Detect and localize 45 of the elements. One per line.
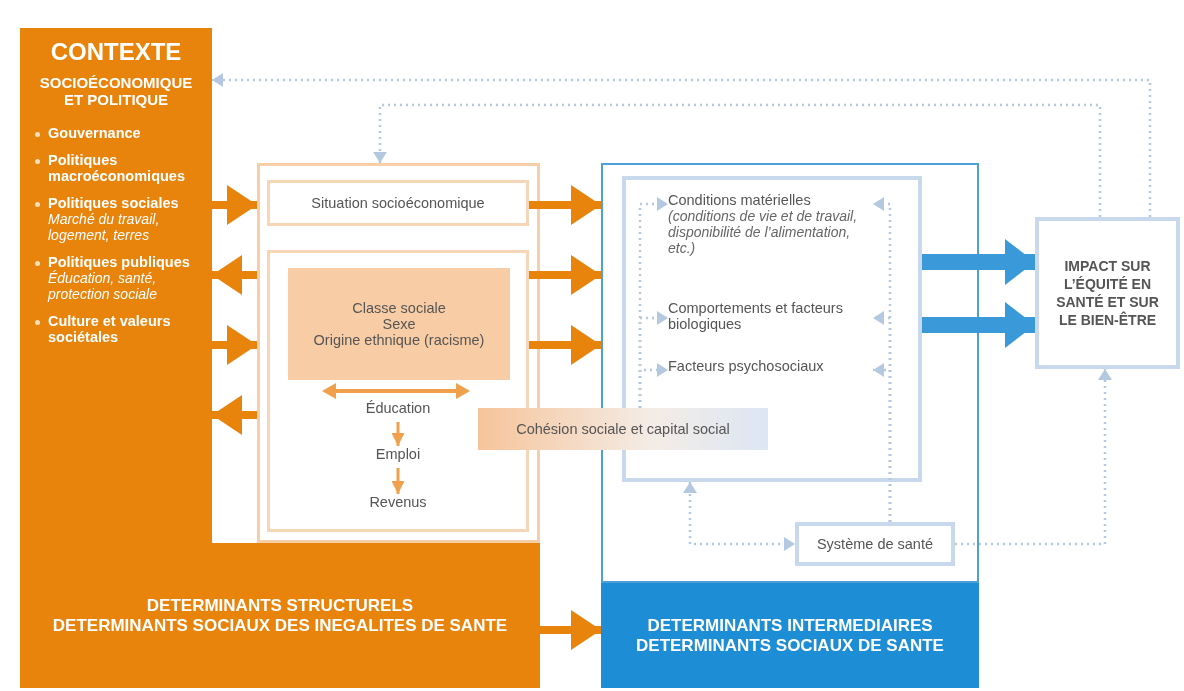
text-label: Facteurs psychosociaux xyxy=(668,358,873,374)
highlight-box xyxy=(478,408,768,450)
dotted-arrow xyxy=(373,103,1102,217)
dotted-arrow xyxy=(683,482,795,551)
box-text: Système de santé xyxy=(816,536,934,552)
bullet-text: Politiques publiques xyxy=(48,254,190,270)
panel-heading: CONTEXTE xyxy=(50,38,182,66)
banner xyxy=(601,583,979,688)
bullet-detail: Marché du travail, logement, terres xyxy=(48,211,161,243)
context-panel xyxy=(20,28,212,543)
banner-text: DETERMINANTS SOCIAUX DE SANTE xyxy=(636,635,944,656)
block-arrow xyxy=(922,239,1035,285)
outcome-box xyxy=(1035,217,1180,369)
dotted-arrow xyxy=(873,363,892,522)
banner-text: DETERMINANTS STRUCTURELS xyxy=(146,595,414,616)
box-text: IMPACT SUR L’ÉQUITÉ EN SANTÉ ET SUR LE BIEN-ÊTRE xyxy=(1055,256,1160,330)
block-arrow xyxy=(922,302,1035,348)
bullet-text: Politiques sociales xyxy=(48,195,179,211)
box-text: Origine ethnique (racisme) xyxy=(313,332,485,348)
box-text: Sexe xyxy=(382,316,416,332)
chevron-arrow xyxy=(540,610,601,650)
bullet-text: Gouvernance xyxy=(48,125,141,141)
bullet-text: Culture et valeurs sociétales xyxy=(48,313,172,345)
dotted-arrow xyxy=(212,73,1152,217)
dotted-arrow xyxy=(638,363,668,408)
box-text: Conditions matérielles xyxy=(668,192,811,208)
banner xyxy=(20,543,540,688)
text-box xyxy=(795,522,955,566)
filled-box xyxy=(288,268,510,380)
arrow xyxy=(391,468,405,494)
box-text: Classe sociale xyxy=(352,300,446,316)
arrow xyxy=(391,422,405,446)
box-text: Situation socioéconomique xyxy=(311,195,485,211)
panel-subheading: SOCIOÉCONOMIQUE ET POLITIQUE xyxy=(38,74,194,108)
box-detail: (conditions de vie et de travail, disponibilité de l’alimentation, etc.) xyxy=(668,208,859,256)
box-text: Cohésion sociale et capital social xyxy=(516,421,730,437)
text-label: Revenus xyxy=(358,494,438,510)
bullet-detail: Éducation, santé, protection sociale xyxy=(48,270,157,302)
banner-text: DETERMINANTS INTERMEDIAIRES xyxy=(647,615,933,636)
text-label: Éducation xyxy=(358,400,438,416)
banner-text: DETERMINANTS SOCIAUX DES INEGALITES DE SANTE xyxy=(52,615,508,636)
bullet-text: Politiques macroéconomiques xyxy=(48,152,186,184)
text-label: Comportements et facteurs biologiques xyxy=(668,300,873,332)
text-label: Emploi xyxy=(368,446,428,462)
text-box xyxy=(267,180,529,226)
